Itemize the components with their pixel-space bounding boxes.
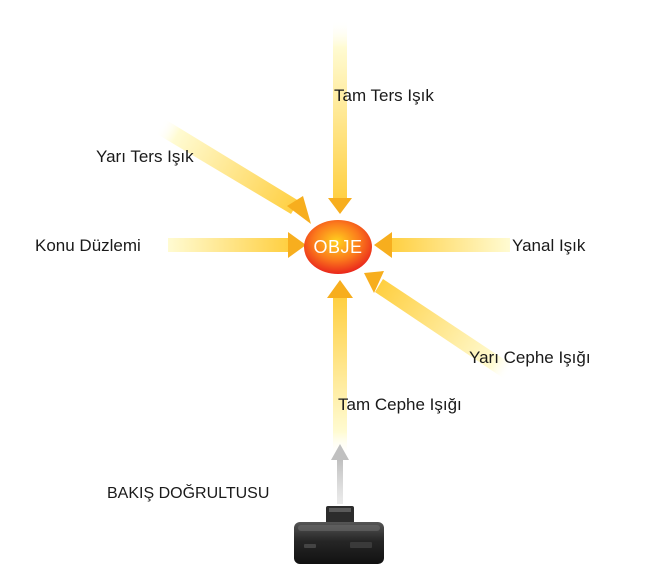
full-back-light-arrow xyxy=(328,20,352,214)
label-full-back-light: Tam Ters Işık xyxy=(334,86,434,105)
side-light-arrow xyxy=(374,232,510,258)
label-viewing-direction: BAKIŞ DOĞRULTUSU xyxy=(107,485,270,502)
label-half-front-light: Yarı Cephe Işığı xyxy=(469,348,591,367)
half-back-light-arrow xyxy=(157,118,311,224)
label-full-front-light: Tam Cephe Işığı xyxy=(338,395,462,414)
full-front-light-arrow xyxy=(327,280,353,456)
object-label: OBJE xyxy=(313,237,363,257)
camera-icon xyxy=(294,506,384,564)
object-ellipse xyxy=(304,220,372,274)
label-half-back-light: Yarı Ters Işık xyxy=(96,147,194,166)
label-subject-plane: Konu Düzlemi xyxy=(35,236,141,255)
viewing-direction-arrow xyxy=(331,444,349,504)
subject-plane-arrow xyxy=(168,232,306,258)
half-front-light-arrow xyxy=(364,271,514,380)
label-side-light: Yanal Işık xyxy=(512,236,586,255)
